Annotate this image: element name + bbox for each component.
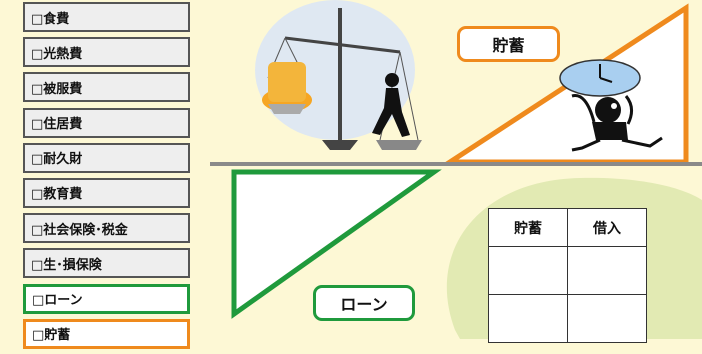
table-row — [488, 294, 647, 343]
table-cell — [488, 294, 568, 343]
table-header-row: 貯蓄 借入 — [488, 208, 647, 247]
checklist-item-loan: □ローン — [23, 283, 190, 314]
expense-checklist: □食費 □光熱費 □被服費 □住居費 □耐久財 □教育費 □社会保険･税金 □生… — [23, 0, 190, 354]
header-savings: 貯蓄 — [488, 208, 568, 247]
savings-label: 貯蓄 — [457, 26, 560, 62]
table-cell — [567, 294, 647, 343]
savings-borrowing-table: 貯蓄 借入 — [488, 208, 647, 343]
header-borrowing: 借入 — [567, 208, 647, 247]
checklist-item-education: □教育費 — [23, 177, 190, 208]
table-cell — [567, 246, 647, 295]
checklist-item-utilities: □光熱費 — [23, 37, 190, 68]
person-carrying-clock-icon — [559, 59, 663, 152]
loan-label: ローン — [313, 285, 415, 321]
checklist-item-insurance-tax: □社会保険･税金 — [23, 213, 190, 244]
checklist-item-clothing: □被服費 — [23, 72, 190, 103]
checklist-item-life-insurance: □生･損保険 — [23, 248, 190, 279]
checklist-item-durables: □耐久財 — [23, 142, 190, 173]
checklist-item-food: □食費 — [23, 2, 190, 32]
balance-scale-icon — [255, 0, 422, 150]
loan-triangle — [231, 169, 442, 319]
table-cell — [488, 246, 568, 295]
table-row — [488, 246, 647, 295]
checklist-item-housing: □住居費 — [23, 107, 190, 138]
